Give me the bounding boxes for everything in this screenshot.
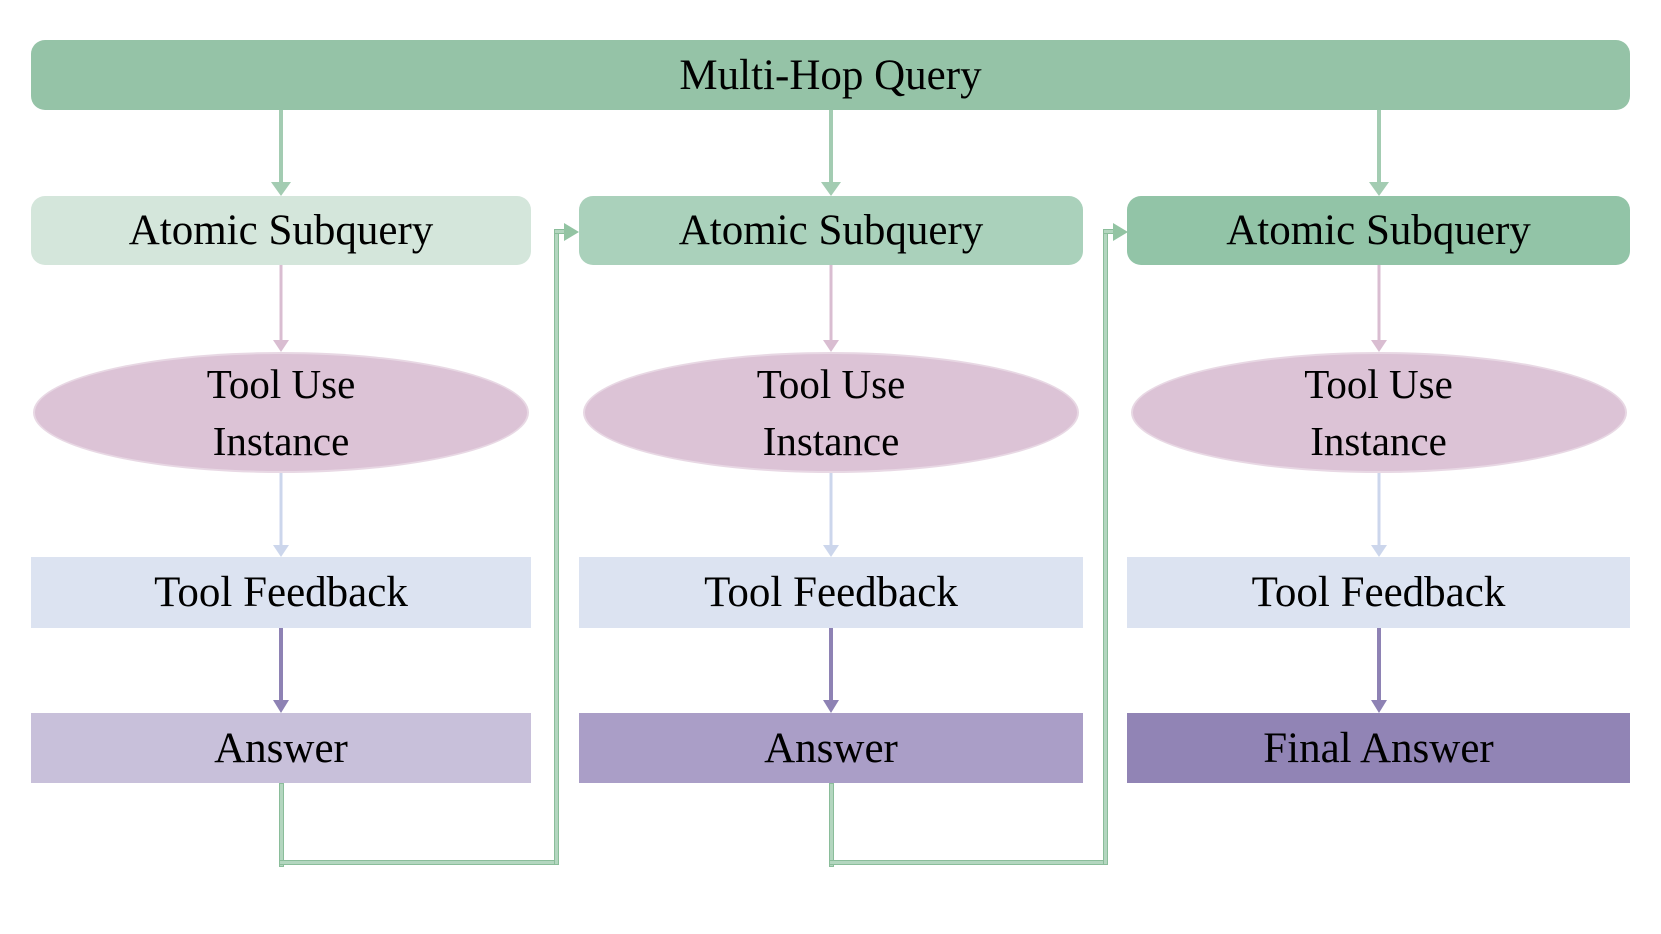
multi-hop-query-label: Multi-Hop Query xyxy=(679,51,982,99)
feedback-to-answer-arrowhead-icon xyxy=(823,700,839,713)
tool-feedback-label: Tool Feedback xyxy=(704,569,958,616)
atomic-subquery-box: Atomic Subquery xyxy=(1127,196,1630,265)
atomic-subquery-label: Atomic Subquery xyxy=(128,207,434,254)
query-to-subquery-arrow-stem xyxy=(1376,110,1381,182)
answer2-to-subquery3-connector-segment xyxy=(1103,229,1108,865)
atomic-subquery-box: Atomic Subquery xyxy=(31,196,531,265)
tool-feedback-box: Tool Feedback xyxy=(1127,557,1630,628)
tool-use-label-line1: Tool Use xyxy=(756,360,906,407)
pipeline-column-2: Atomic Subquery Tool Use Instance Tool F… xyxy=(579,0,1083,934)
tooluse-to-feedback-arrowhead-icon xyxy=(823,545,839,557)
tool-feedback-box: Tool Feedback xyxy=(579,557,1083,628)
feedback-to-answer-arrow-stem xyxy=(1376,628,1381,700)
feedback-to-answer-arrow-stem xyxy=(279,628,283,700)
tool-feedback-box: Tool Feedback xyxy=(31,557,531,628)
subquery-to-tooluse-arrow-stem xyxy=(829,265,833,340)
atomic-subquery-label: Atomic Subquery xyxy=(678,207,984,254)
tool-use-label-line2: Instance xyxy=(1310,417,1447,464)
tool-use-label-line1: Tool Use xyxy=(206,360,356,407)
tooluse-to-feedback-arrowhead-icon xyxy=(1370,545,1387,557)
multi-hop-query-box: Multi-Hop Query xyxy=(31,40,1630,110)
subquery-to-tooluse-arrow-stem xyxy=(279,265,283,340)
tool-use-label-line1: Tool Use xyxy=(1304,360,1453,407)
tool-feedback-label: Tool Feedback xyxy=(154,569,408,616)
atomic-subquery-box: Atomic Subquery xyxy=(579,196,1083,265)
subquery-to-tooluse-arrowhead-icon xyxy=(823,340,839,352)
pipeline-column-3: Atomic Subquery Tool Use Instance Tool F… xyxy=(1127,0,1630,934)
tool-use-label-line2: Instance xyxy=(762,417,900,464)
subquery-to-tooluse-arrowhead-icon xyxy=(273,340,289,352)
pipeline-column-1: Atomic Subquery Tool Use Instance Tool F… xyxy=(31,0,531,934)
final-answer-box: Final Answer xyxy=(1127,713,1630,783)
query-to-subquery-arrow-stem xyxy=(829,110,833,182)
tooluse-to-feedback-arrow-stem xyxy=(279,473,283,545)
tooluse-to-feedback-arrow-stem xyxy=(829,473,833,545)
tool-feedback-label: Tool Feedback xyxy=(1251,569,1506,616)
feedback-to-answer-arrow-stem xyxy=(829,628,833,700)
tooluse-to-feedback-arrowhead-icon xyxy=(273,545,289,557)
answer2-to-subquery3-arrowhead-icon xyxy=(1113,223,1128,241)
query-to-subquery-arrowhead-icon xyxy=(821,182,841,196)
tool-use-instance-ellipse: Tool Use Instance xyxy=(1130,352,1627,473)
tooluse-to-feedback-arrow-stem xyxy=(1377,473,1380,545)
tool-use-label-line2: Instance xyxy=(212,417,350,464)
subquery-to-tooluse-arrowhead-icon xyxy=(1370,340,1387,352)
answer1-to-subquery2-connector-segment xyxy=(554,229,559,865)
tool-use-instance-ellipse: Tool Use Instance xyxy=(33,352,529,473)
query-to-subquery-arrowhead-icon xyxy=(271,182,291,196)
answer-box: Answer xyxy=(31,713,531,783)
query-to-subquery-arrowhead-icon xyxy=(1368,182,1389,196)
final-answer-label: Final Answer xyxy=(1263,724,1494,772)
query-to-subquery-arrow-stem xyxy=(279,110,283,182)
answer-box: Answer xyxy=(579,713,1083,783)
atomic-subquery-label: Atomic Subquery xyxy=(1226,207,1531,254)
answer2-to-subquery3-connector-segment xyxy=(829,783,834,867)
answer1-to-subquery2-arrowhead-icon xyxy=(564,223,579,241)
answer2-to-subquery3-connector-segment xyxy=(829,860,1108,865)
answer-label: Answer xyxy=(214,724,348,772)
answer1-to-subquery2-connector-segment xyxy=(279,783,284,867)
answer1-to-subquery2-connector-segment xyxy=(279,860,559,865)
tool-use-instance-ellipse: Tool Use Instance xyxy=(583,352,1079,473)
subquery-to-tooluse-arrow-stem xyxy=(1377,265,1380,340)
feedback-to-answer-arrowhead-icon xyxy=(273,700,289,713)
feedback-to-answer-arrowhead-icon xyxy=(1370,700,1387,713)
answer-label: Answer xyxy=(764,724,898,772)
